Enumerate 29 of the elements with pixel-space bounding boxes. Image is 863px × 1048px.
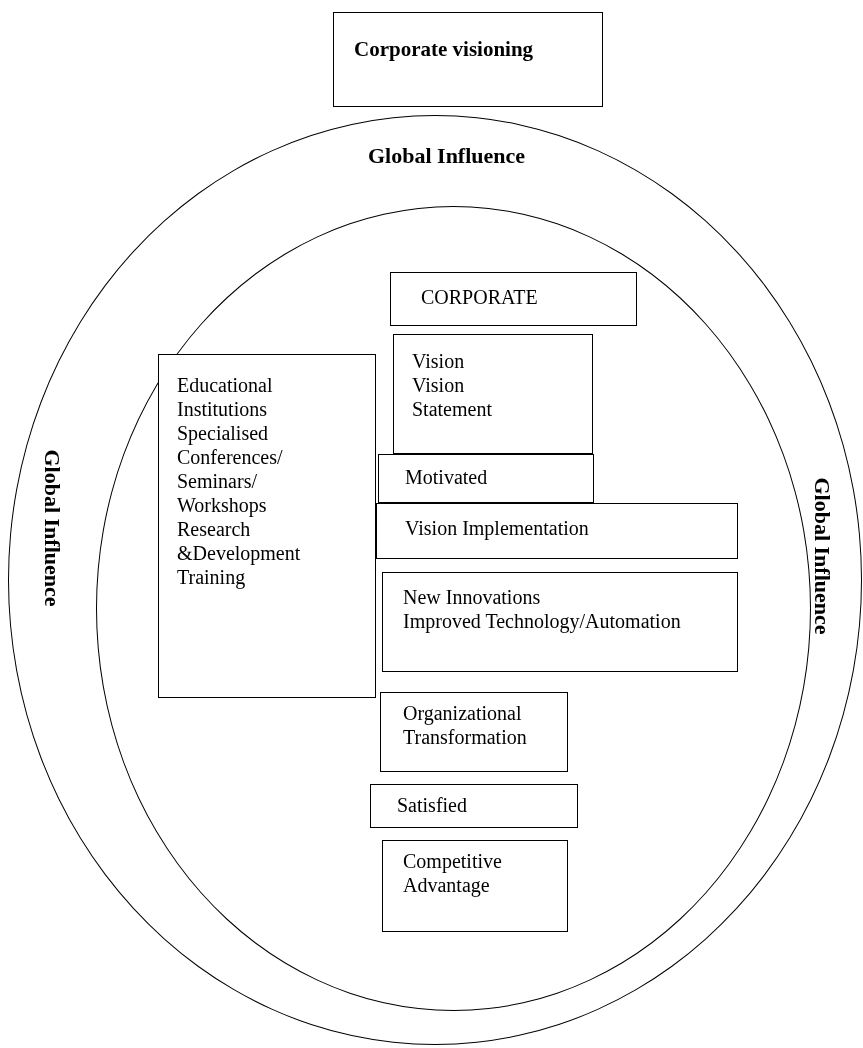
text-box	[333, 12, 603, 107]
text-box	[390, 272, 637, 326]
box-text: Competitive Advantage	[403, 849, 503, 897]
text-box	[378, 454, 594, 503]
box-text: Research &Development	[177, 517, 302, 565]
text-box	[376, 503, 738, 559]
text-box	[393, 334, 593, 454]
box-text: Vision Statement	[412, 373, 493, 421]
text-box	[370, 784, 578, 828]
box-text: Improved Technology/Automation	[403, 609, 682, 633]
box-text: Vision	[412, 349, 466, 373]
box-text: Training	[177, 565, 247, 589]
box-text: Corporate visioning	[354, 37, 535, 61]
ring-label: Global Influence	[38, 449, 65, 607]
box-text: Satisfied	[397, 793, 468, 817]
text-box	[380, 692, 568, 772]
box-text: Educational Institutions	[177, 373, 274, 421]
box-text: Specialised Conferences/ Seminars/ Workshops	[177, 421, 284, 517]
box-text: Vision Implementation	[405, 516, 590, 540]
box-text: Motivated	[405, 465, 489, 489]
box-text: Organizational Transformation	[403, 701, 528, 749]
ring-label: Global Influence	[808, 477, 835, 635]
text-box	[158, 354, 376, 698]
ellipse	[96, 206, 811, 1011]
box-text: New Innovations	[403, 585, 542, 609]
text-box	[382, 840, 568, 932]
ring-label: Global Influence	[368, 143, 526, 169]
text-box	[382, 572, 738, 672]
box-text: CORPORATE	[421, 285, 539, 309]
